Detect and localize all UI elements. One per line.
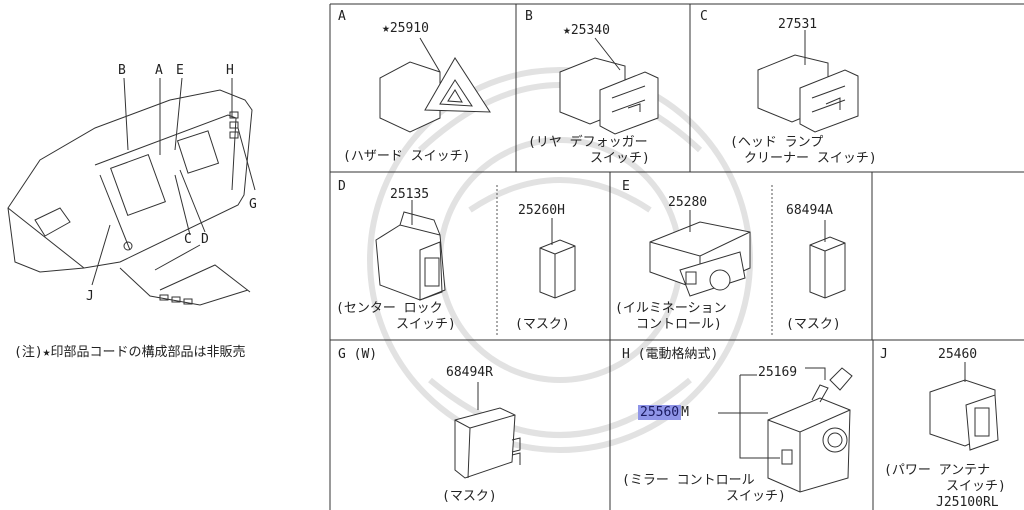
panel-A-label: A bbox=[338, 9, 346, 24]
panel-C-description-line2: クリーナー スイッチ) bbox=[744, 151, 877, 166]
panel-C-part-number: 27531 bbox=[778, 17, 818, 32]
panel-G-description: (マスク) bbox=[442, 489, 497, 504]
panel-G-label: G (W) bbox=[338, 347, 378, 362]
callout-C: C bbox=[184, 232, 192, 247]
panel-D-label: D bbox=[338, 179, 346, 194]
panel-E-mask-part-number: 68494A bbox=[786, 203, 833, 218]
panel-grid bbox=[329, 3, 1024, 510]
panel-D-description-line1: (センター ロック bbox=[336, 301, 443, 316]
panel-J-description-line1: (パワー アンテナ bbox=[884, 463, 991, 478]
highlighted-part-number: 25560 bbox=[638, 405, 682, 420]
sales-note: (注)★印部品コードの構成部品は非販売 bbox=[14, 345, 246, 360]
panel-A-part-number: ★25910 bbox=[382, 21, 429, 36]
panel-D-description-line2: スイッチ) bbox=[396, 317, 456, 332]
dashboard-drawing bbox=[7, 77, 256, 306]
part-C-drawing bbox=[757, 30, 859, 133]
panel-H-description-line1: (ミラー コントロール bbox=[622, 473, 755, 488]
panel-A-description: (ハザード スイッチ) bbox=[343, 149, 471, 164]
panel-C-label: C bbox=[700, 9, 708, 24]
part-H-drawing bbox=[718, 367, 853, 493]
panel-E-description-line2: コントロール) bbox=[636, 317, 722, 332]
panel-G-part-number: 68494R bbox=[446, 365, 493, 380]
part-G-drawing bbox=[454, 382, 521, 479]
panel-D-mask-description: (マスク) bbox=[515, 317, 570, 332]
part-J-drawing bbox=[929, 362, 999, 451]
panel-H-label: H (電動格納式) bbox=[622, 347, 719, 362]
callout-D: D bbox=[201, 232, 209, 247]
callout-H: H bbox=[226, 63, 234, 78]
part-B-drawing bbox=[559, 37, 659, 135]
panel-H-description-line2: スイッチ) bbox=[726, 489, 786, 504]
panel-D-part-number: 25135 bbox=[390, 187, 430, 202]
panel-B-label: B bbox=[525, 9, 533, 24]
reference-code: J25100RL bbox=[936, 495, 999, 510]
panel-B-part-number: ★25340 bbox=[563, 23, 610, 38]
panel-E-label: E bbox=[622, 179, 630, 194]
callout-J: J bbox=[86, 289, 94, 304]
panel-J-description-line2: スイッチ) bbox=[946, 479, 1006, 494]
callout-E: E bbox=[176, 63, 184, 78]
part-E-drawing bbox=[649, 210, 846, 299]
panel-C-description-line1: (ヘッド ランプ bbox=[730, 135, 824, 150]
callout-A: A bbox=[155, 63, 163, 78]
panel-E-mask-description: (マスク) bbox=[786, 317, 841, 332]
panel-E-part-number: 25280 bbox=[668, 195, 708, 210]
callout-G: G bbox=[249, 197, 257, 212]
part-A-drawing bbox=[379, 37, 491, 133]
highlighted-part-suffix: M bbox=[681, 405, 689, 420]
panel-B-description-line2: スイッチ) bbox=[590, 151, 650, 166]
panel-B-description-line1: (リヤ デフォッガー bbox=[528, 135, 648, 150]
panel-H-part-number-screw: 25169 bbox=[758, 365, 798, 380]
callout-B: B bbox=[118, 63, 126, 78]
panel-J-part-number: 25460 bbox=[938, 347, 978, 362]
panel-E-description-line1: (イルミネーション bbox=[615, 301, 727, 316]
panel-J-label: J bbox=[880, 347, 888, 362]
panel-D-mask-part-number: 25260H bbox=[518, 203, 565, 218]
part-D-drawing bbox=[375, 200, 576, 301]
